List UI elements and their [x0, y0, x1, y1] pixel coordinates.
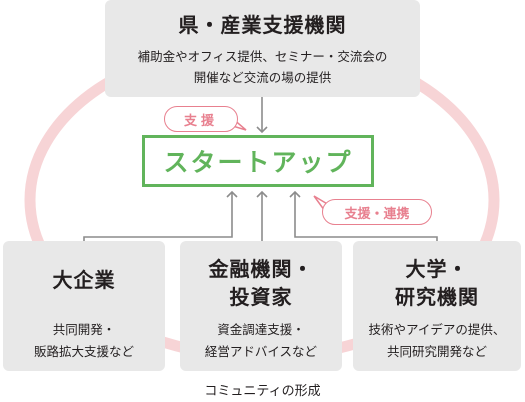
large-company-title-line1: 大企業 [52, 268, 116, 292]
community-caption: コミュニティの形成 [204, 384, 321, 399]
large-company-box: 大企業 共同開発・ 販路拡大支援など [3, 241, 165, 371]
university-desc-line2: 共同研究開発など [386, 344, 487, 359]
financial-institution-desc-line1: 資金調達支援・ [217, 322, 305, 337]
prefecture-support-box: 県・産業支援機関 補助金やオフィス提供、セミナー・交流会の 開催など交流の場の提… [105, 0, 420, 97]
arrow-large-to-startup [83, 190, 238, 241]
financial-institution-title-line1: 金融機関・ [208, 257, 314, 281]
university-desc-line1: 技術やアイデアの提供、 [368, 322, 506, 337]
large-company-desc-line2: 販路拡大支援など [33, 344, 134, 359]
university-title-line2: 研究機関 [395, 285, 479, 309]
large-company-desc: 共同開発・ 販路拡大支援など [3, 319, 165, 363]
startup-box: スタートアップ [142, 135, 374, 187]
financial-institution-title: 金融機関・ 投資家 [180, 255, 342, 311]
arrow-univ-to-startup [289, 190, 438, 241]
financial-institution-desc-line2: 経営アドバイスなど [204, 344, 318, 359]
support-tag: 支援 [164, 106, 238, 132]
university-desc: 技術やアイデアの提供、 共同研究開発など [353, 319, 521, 363]
prefecture-support-desc-line1: 補助金やオフィス提供、セミナー・交流会の [137, 49, 388, 64]
prefecture-support-desc-line2: 開催など交流の場の提供 [193, 70, 332, 85]
prefecture-support-title: 県・産業支援機関 [178, 13, 347, 37]
university-box: 大学・ 研究機関 技術やアイデアの提供、 共同研究開発など [353, 241, 521, 371]
large-company-desc-line1: 共同開発・ [52, 322, 116, 337]
university-title: 大学・ 研究機関 [353, 255, 521, 311]
university-title-line1: 大学・ [405, 257, 469, 281]
financial-institution-box: 金融機関・ 投資家 資金調達支援・ 経営アドバイスなど [180, 241, 342, 371]
prefecture-support-desc: 補助金やオフィス提供、セミナー・交流会の 開催など交流の場の提供 [105, 46, 420, 88]
large-company-title: 大企業 [3, 266, 165, 294]
financial-institution-desc: 資金調達支援・ 経営アドバイスなど [180, 319, 342, 363]
financial-institution-title-line2: 投資家 [229, 285, 293, 309]
support-collab-tag: 支援・連携 [322, 199, 432, 225]
startup-label: スタートアップ [163, 148, 353, 177]
